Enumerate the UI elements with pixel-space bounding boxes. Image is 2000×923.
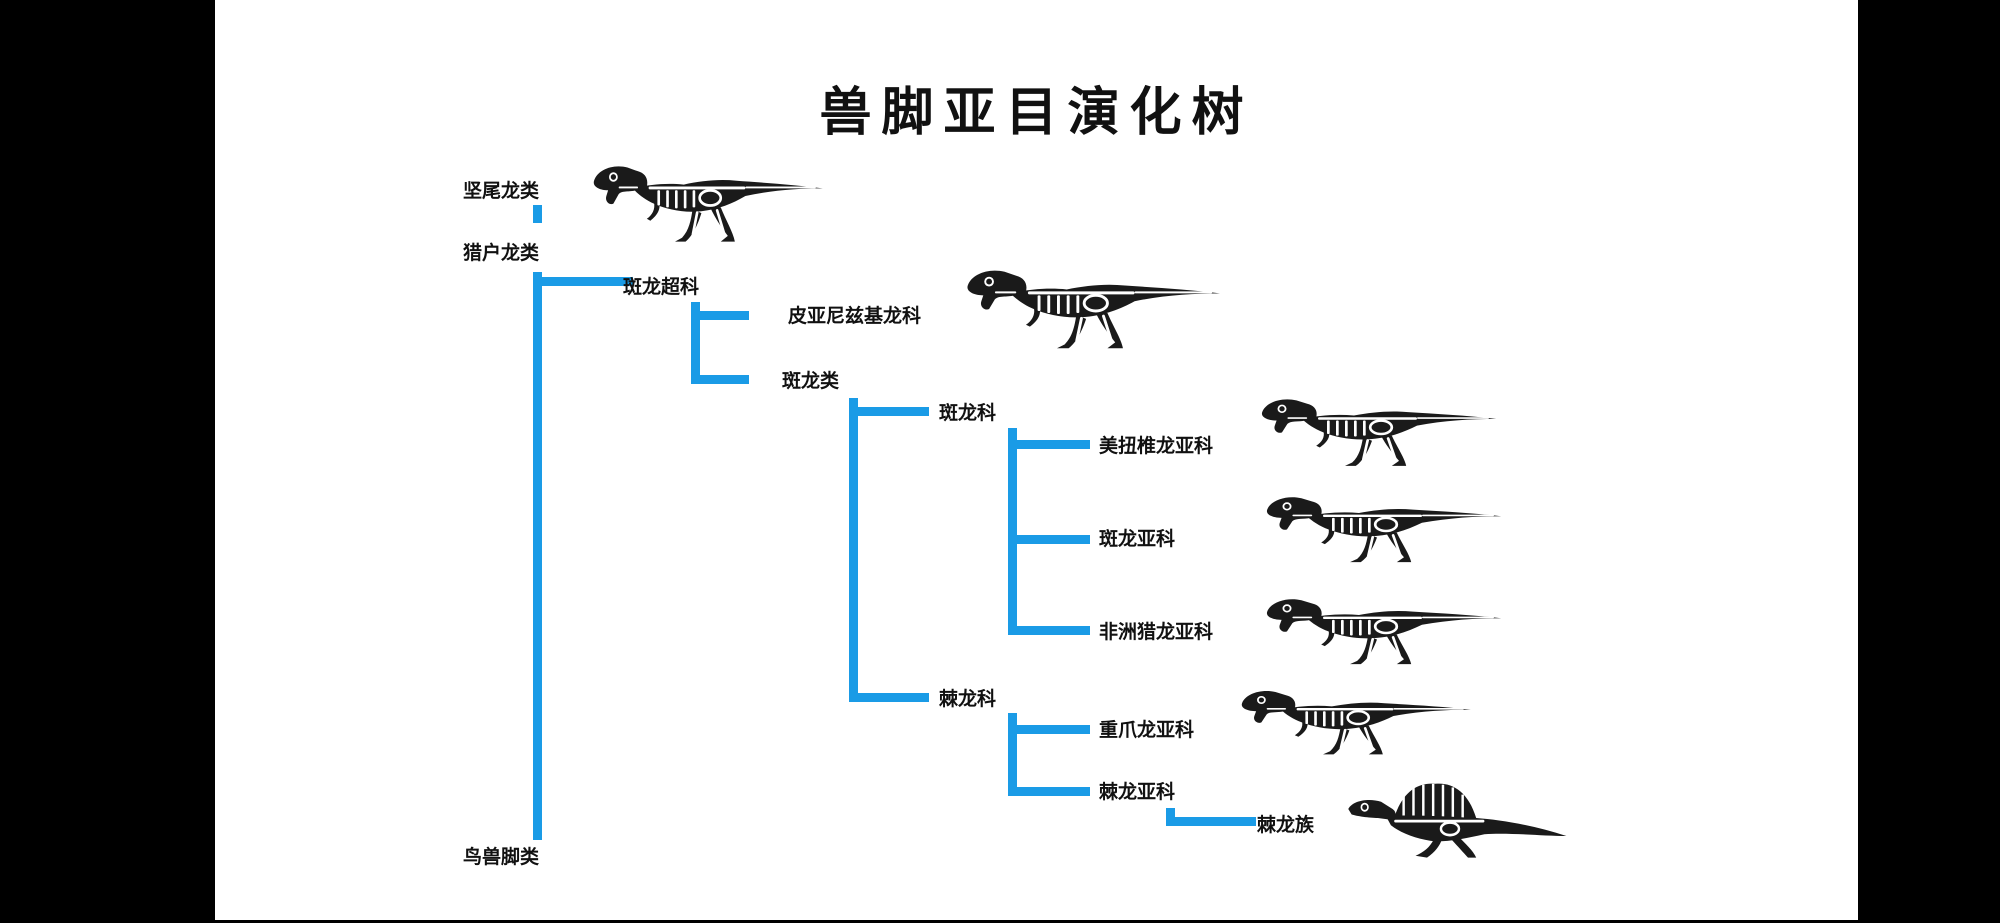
branch xyxy=(691,311,749,320)
node-megalosauria: 斑龙类 xyxy=(782,370,840,392)
branch xyxy=(849,407,929,416)
dinosaur-skeleton-icon xyxy=(1260,398,1498,468)
node-avetheropoda: 猎户龙类 xyxy=(463,242,540,264)
node-megalosauridae: 斑龙科 xyxy=(939,402,997,424)
silhouettes xyxy=(592,164,1568,859)
dinosaur-skeleton-icon xyxy=(1265,597,1503,666)
branch xyxy=(1008,440,1090,449)
node-spinosaurini: 棘龙族 xyxy=(1257,814,1315,836)
branch xyxy=(533,277,633,286)
dinosaur-skeleton-icon xyxy=(965,269,1222,350)
branch xyxy=(691,375,749,384)
node-baryonychinae: 重爪龙亚科 xyxy=(1099,719,1195,741)
dinosaur-skeleton-icon xyxy=(592,164,825,244)
node-megalosaurinae: 斑龙亚科 xyxy=(1099,528,1176,550)
branch xyxy=(1008,626,1090,635)
diagram-panel: 兽脚亚目演化树 xyxy=(215,0,1858,920)
dinosaur-skeleton-icon xyxy=(1240,689,1473,756)
node-spinosaurinae: 棘龙亚科 xyxy=(1099,781,1176,803)
branch xyxy=(1008,713,1017,796)
branch xyxy=(849,398,858,702)
node-afrovenatorinae: 非洲猎龙亚科 xyxy=(1099,621,1214,643)
branch xyxy=(533,272,542,840)
spinosaurus-skeleton-icon xyxy=(1346,782,1568,859)
branch xyxy=(849,693,929,702)
branch xyxy=(1008,428,1017,635)
node-megalosauroidea: 斑龙超科 xyxy=(623,276,700,298)
branch xyxy=(1008,725,1090,734)
node-eustreptospondylinae: 美扭椎龙亚科 xyxy=(1099,435,1214,457)
node-avialae: 鸟兽脚类 xyxy=(463,846,540,868)
node-ceratosauria: 坚尾龙类 xyxy=(463,180,540,202)
tree-branches xyxy=(533,205,1256,840)
branch xyxy=(533,205,542,223)
diagram-title: 兽脚亚目演化树 xyxy=(819,83,1254,143)
branch xyxy=(1008,787,1090,796)
phylogeny-tree xyxy=(533,164,1568,859)
branch xyxy=(1008,535,1090,544)
branch xyxy=(691,302,700,384)
node-piatnitzkysauridae: 皮亚尼兹基龙科 xyxy=(788,305,922,327)
dinosaur-skeleton-icon xyxy=(1265,495,1503,564)
branch xyxy=(1166,817,1256,826)
node-spinosauridae: 棘龙科 xyxy=(939,688,997,710)
